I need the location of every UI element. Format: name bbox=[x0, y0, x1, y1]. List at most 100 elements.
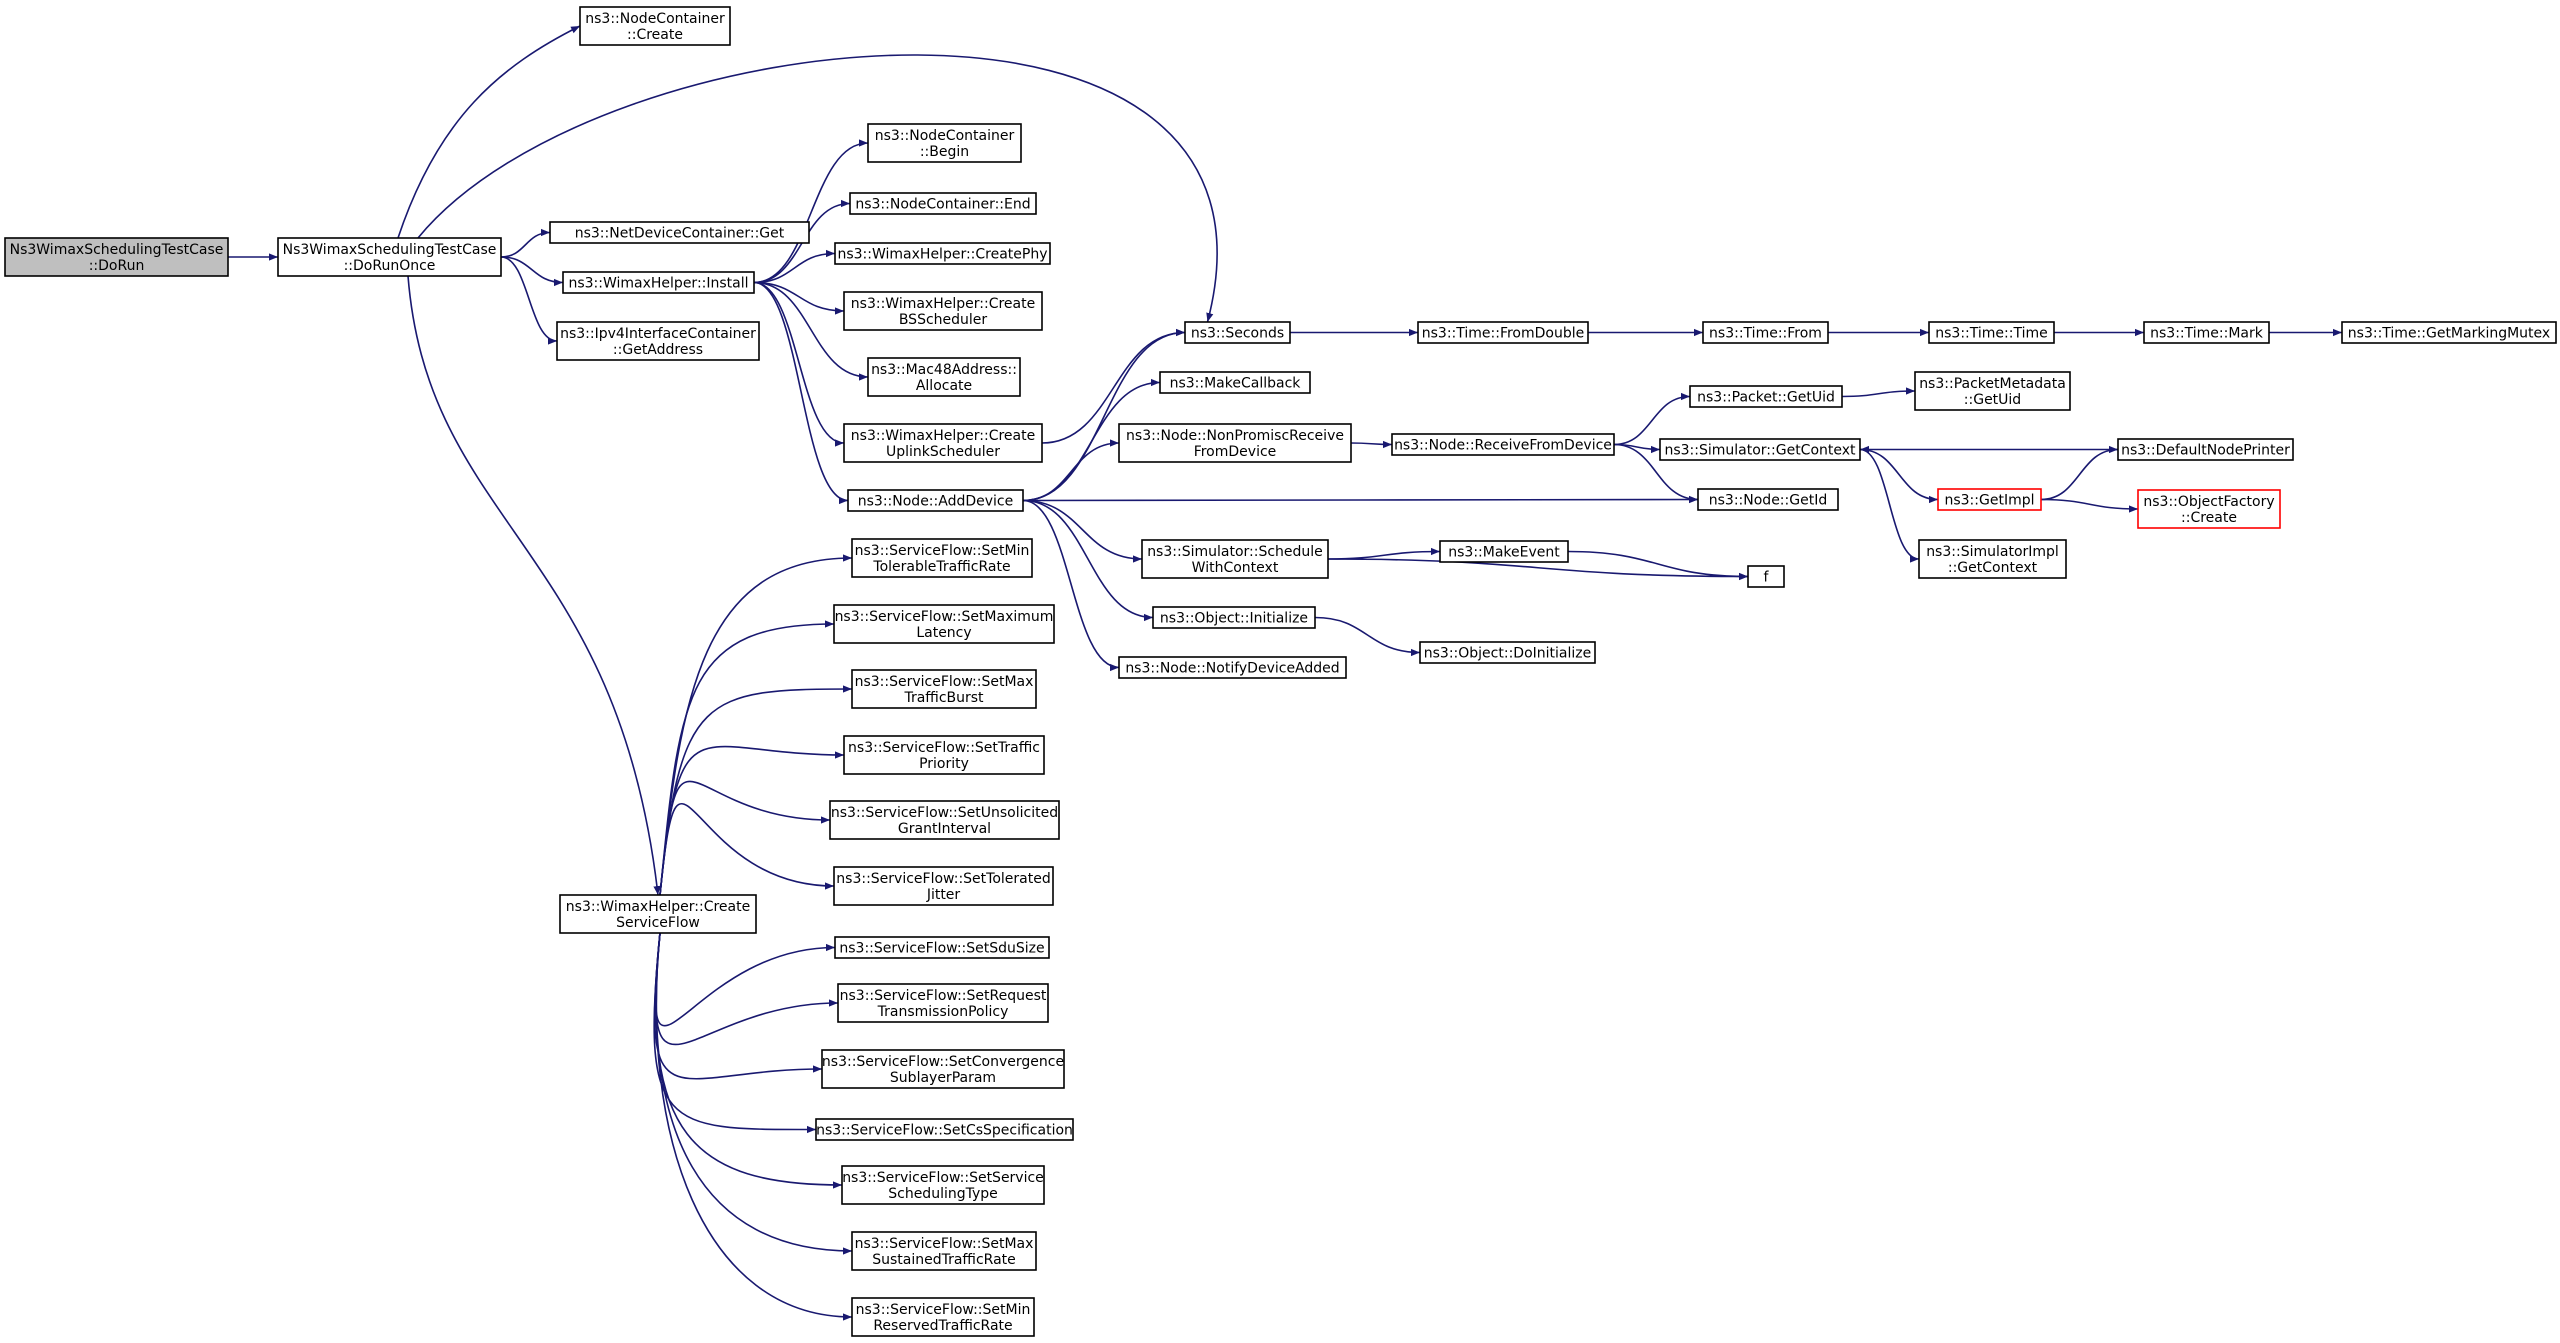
node-label-line: ns3::NetDeviceContainer::Get bbox=[575, 226, 785, 242]
node-label-line: UplinkScheduler bbox=[886, 444, 1000, 460]
node-label-line: ReservedTrafficRate bbox=[873, 1318, 1012, 1334]
node-node_getid[interactable]: ns3::Node::GetId bbox=[1697, 488, 1839, 511]
node-box bbox=[1928, 321, 2055, 344]
node-label-line: SustainedTrafficRate bbox=[872, 1252, 1016, 1268]
node-box bbox=[1689, 385, 1843, 408]
node-sf_sdusize[interactable]: ns3::ServiceFlow::SetSduSize bbox=[834, 936, 1050, 959]
node-box bbox=[1417, 321, 1589, 344]
node-box bbox=[277, 237, 502, 277]
node-sf_minres[interactable]: ns3::ServiceFlow::SetMinReservedTrafficR… bbox=[851, 1297, 1035, 1337]
node-node_adddev[interactable]: ns3::Node::AddDevice bbox=[847, 489, 1024, 512]
node-timetime[interactable]: ns3::Time::Time bbox=[1928, 321, 2055, 344]
node-objfactory[interactable]: ns3::ObjectFactory::Create bbox=[2137, 489, 2281, 529]
node-obj_init[interactable]: ns3::Object::Initialize bbox=[1152, 606, 1316, 629]
node-label-line: ns3::MakeCallback bbox=[1170, 376, 1302, 392]
node-box bbox=[2341, 321, 2557, 344]
node-box bbox=[833, 604, 1055, 644]
node-mac48_alloc[interactable]: ns3::Mac48Address::Allocate bbox=[867, 357, 1021, 397]
node-sf_reqtx[interactable]: ns3::ServiceFlow::SetRequestTransmission… bbox=[837, 983, 1049, 1023]
node-label-line: ns3::ServiceFlow::SetTraffic bbox=[848, 740, 1040, 756]
node-recvfromdev[interactable]: ns3::Node::ReceiveFromDevice bbox=[1391, 433, 1615, 456]
node-nc_create[interactable]: ns3::NodeContainer::Create bbox=[579, 6, 731, 46]
node-sf_schedtype[interactable]: ns3::ServiceFlow::SetServiceSchedulingTy… bbox=[841, 1165, 1045, 1205]
node-label-line: ns3::GetImpl bbox=[1944, 493, 2034, 509]
node-pkt_getuid[interactable]: ns3::Packet::GetUid bbox=[1689, 385, 1843, 408]
edge-wh_install-to-wh_bssched bbox=[753, 281, 845, 315]
node-sim_getctx[interactable]: ns3::Simulator::GetContext bbox=[1659, 438, 1861, 461]
node-makecallback[interactable]: ns3::MakeCallback bbox=[1159, 371, 1311, 394]
node-sf_mintol[interactable]: ns3::ServiceFlow::SetMinTolerableTraffic… bbox=[851, 538, 1033, 578]
edge-wh_install-to-wh_ulsched bbox=[753, 281, 845, 447]
node-label-line: ::GetAddress bbox=[613, 342, 703, 358]
node-label-line: ns3::ServiceFlow::SetMax bbox=[855, 1236, 1034, 1252]
edge-wh_csf-to-sf_csspec bbox=[653, 932, 817, 1134]
node-seconds[interactable]: ns3::Seconds bbox=[1184, 321, 1291, 344]
node-label-line: ns3::Object::DoInitialize bbox=[1424, 646, 1591, 662]
node-sf_convsub[interactable]: ns3::ServiceFlow::SetConvergenceSublayer… bbox=[821, 1049, 1065, 1089]
node-ndc_get[interactable]: ns3::NetDeviceContainer::Get bbox=[549, 221, 810, 244]
node-timemark[interactable]: ns3::Time::Mark bbox=[2143, 321, 2270, 344]
node-label-line: ns3::Ipv4InterfaceContainer bbox=[560, 326, 756, 342]
node-label-line: ns3::PacketMetadata bbox=[1919, 376, 2066, 392]
node-label-line: ns3::Mac48Address:: bbox=[871, 362, 1017, 378]
node-label-line: FromDevice bbox=[1194, 444, 1277, 460]
node-label-line: WithContext bbox=[1192, 560, 1279, 576]
node-getimpl[interactable]: ns3::GetImpl bbox=[1937, 488, 2042, 511]
edge-wh_csf-to-sf_prio bbox=[659, 745, 845, 896]
node-wh_install[interactable]: ns3::WimaxHelper::Install bbox=[562, 271, 755, 294]
node-timefrom[interactable]: ns3::Time::From bbox=[1702, 321, 1829, 344]
node-defnodeprinter[interactable]: ns3::DefaultNodePrinter bbox=[2117, 438, 2294, 461]
node-fromdouble[interactable]: ns3::Time::FromDouble bbox=[1417, 321, 1589, 344]
node-label-line: ns3::ServiceFlow::SetMax bbox=[855, 674, 1034, 690]
node-label-line: ns3::Node::NotifyDeviceAdded bbox=[1125, 661, 1339, 677]
edge-dorunonce-to-wh_csf bbox=[407, 275, 661, 896]
node-label-line: ns3::NodeContainer bbox=[875, 128, 1015, 144]
edge-node_adddev-to-notifydev bbox=[1022, 499, 1120, 672]
node-label-line: ::DoRun bbox=[89, 258, 145, 274]
edge-obj_init-to-doinit bbox=[1314, 616, 1421, 657]
node-simimpl_getctx[interactable]: ns3::SimulatorImpl::GetContext bbox=[1918, 539, 2067, 579]
edge-wh_csf-to-sf_maxlat bbox=[659, 620, 835, 896]
node-sf_maxsust[interactable]: ns3::ServiceFlow::SetMaxSustainedTraffic… bbox=[851, 1231, 1037, 1271]
node-label-line: ns3::ServiceFlow::SetRequest bbox=[840, 988, 1047, 1004]
node-label-line: ::Create bbox=[2181, 510, 2237, 526]
node-pktmeta_getuid[interactable]: ns3::PacketMetadata::GetUid bbox=[1914, 371, 2071, 411]
function-nodes: Ns3WimaxSchedulingTestCase::DoRun Ns3Wima… bbox=[4, 6, 2557, 1337]
node-wh_createphy[interactable]: ns3::WimaxHelper::CreatePhy bbox=[834, 242, 1051, 265]
node-sf_ugi[interactable]: ns3::ServiceFlow::SetUnsolicitedGrantInt… bbox=[829, 800, 1060, 840]
node-ipv4_getaddr[interactable]: ns3::Ipv4InterfaceContainer::GetAddress bbox=[556, 321, 760, 361]
edge-dorunonce-to-seconds bbox=[417, 54, 1218, 323]
node-label-line: TolerableTrafficRate bbox=[872, 559, 1010, 575]
node-makeevent[interactable]: ns3::MakeEvent bbox=[1439, 540, 1569, 563]
node-box bbox=[1159, 371, 1311, 394]
node-label-line: ns3::ObjectFactory bbox=[2143, 494, 2274, 510]
node-getmutex[interactable]: ns3::Time::GetMarkingMutex bbox=[2341, 321, 2557, 344]
node-f[interactable]: f bbox=[1747, 565, 1785, 588]
node-label-line: ns3::Node::ReceiveFromDevice bbox=[1394, 438, 1612, 454]
node-box bbox=[867, 123, 1022, 163]
node-notifydev[interactable]: ns3::Node::NotifyDeviceAdded bbox=[1118, 656, 1347, 679]
edge-node_adddev-to-nonpromisc bbox=[1022, 439, 1120, 502]
node-dorunonce[interactable]: Ns3WimaxSchedulingTestCase::DoRunOnce bbox=[277, 237, 502, 277]
node-label-line: f bbox=[1764, 570, 1770, 586]
node-label-line: ns3::Simulator::GetContext bbox=[1664, 443, 1856, 459]
node-sf_csspec[interactable]: ns3::ServiceFlow::SetCsSpecification bbox=[815, 1118, 1074, 1141]
node-doinit[interactable]: ns3::Object::DoInitialize bbox=[1419, 641, 1596, 664]
node-label-line: BSScheduler bbox=[899, 312, 988, 328]
node-label-line: TrafficBurst bbox=[903, 690, 984, 706]
node-box bbox=[829, 800, 1060, 840]
node-nc_begin[interactable]: ns3::NodeContainer::Begin bbox=[867, 123, 1022, 163]
node-dorun[interactable]: Ns3WimaxSchedulingTestCase::DoRun bbox=[4, 237, 229, 277]
node-nc_end[interactable]: ns3::NodeContainer::End bbox=[849, 192, 1037, 215]
edge-wh_install-to-node_adddev bbox=[753, 281, 849, 505]
